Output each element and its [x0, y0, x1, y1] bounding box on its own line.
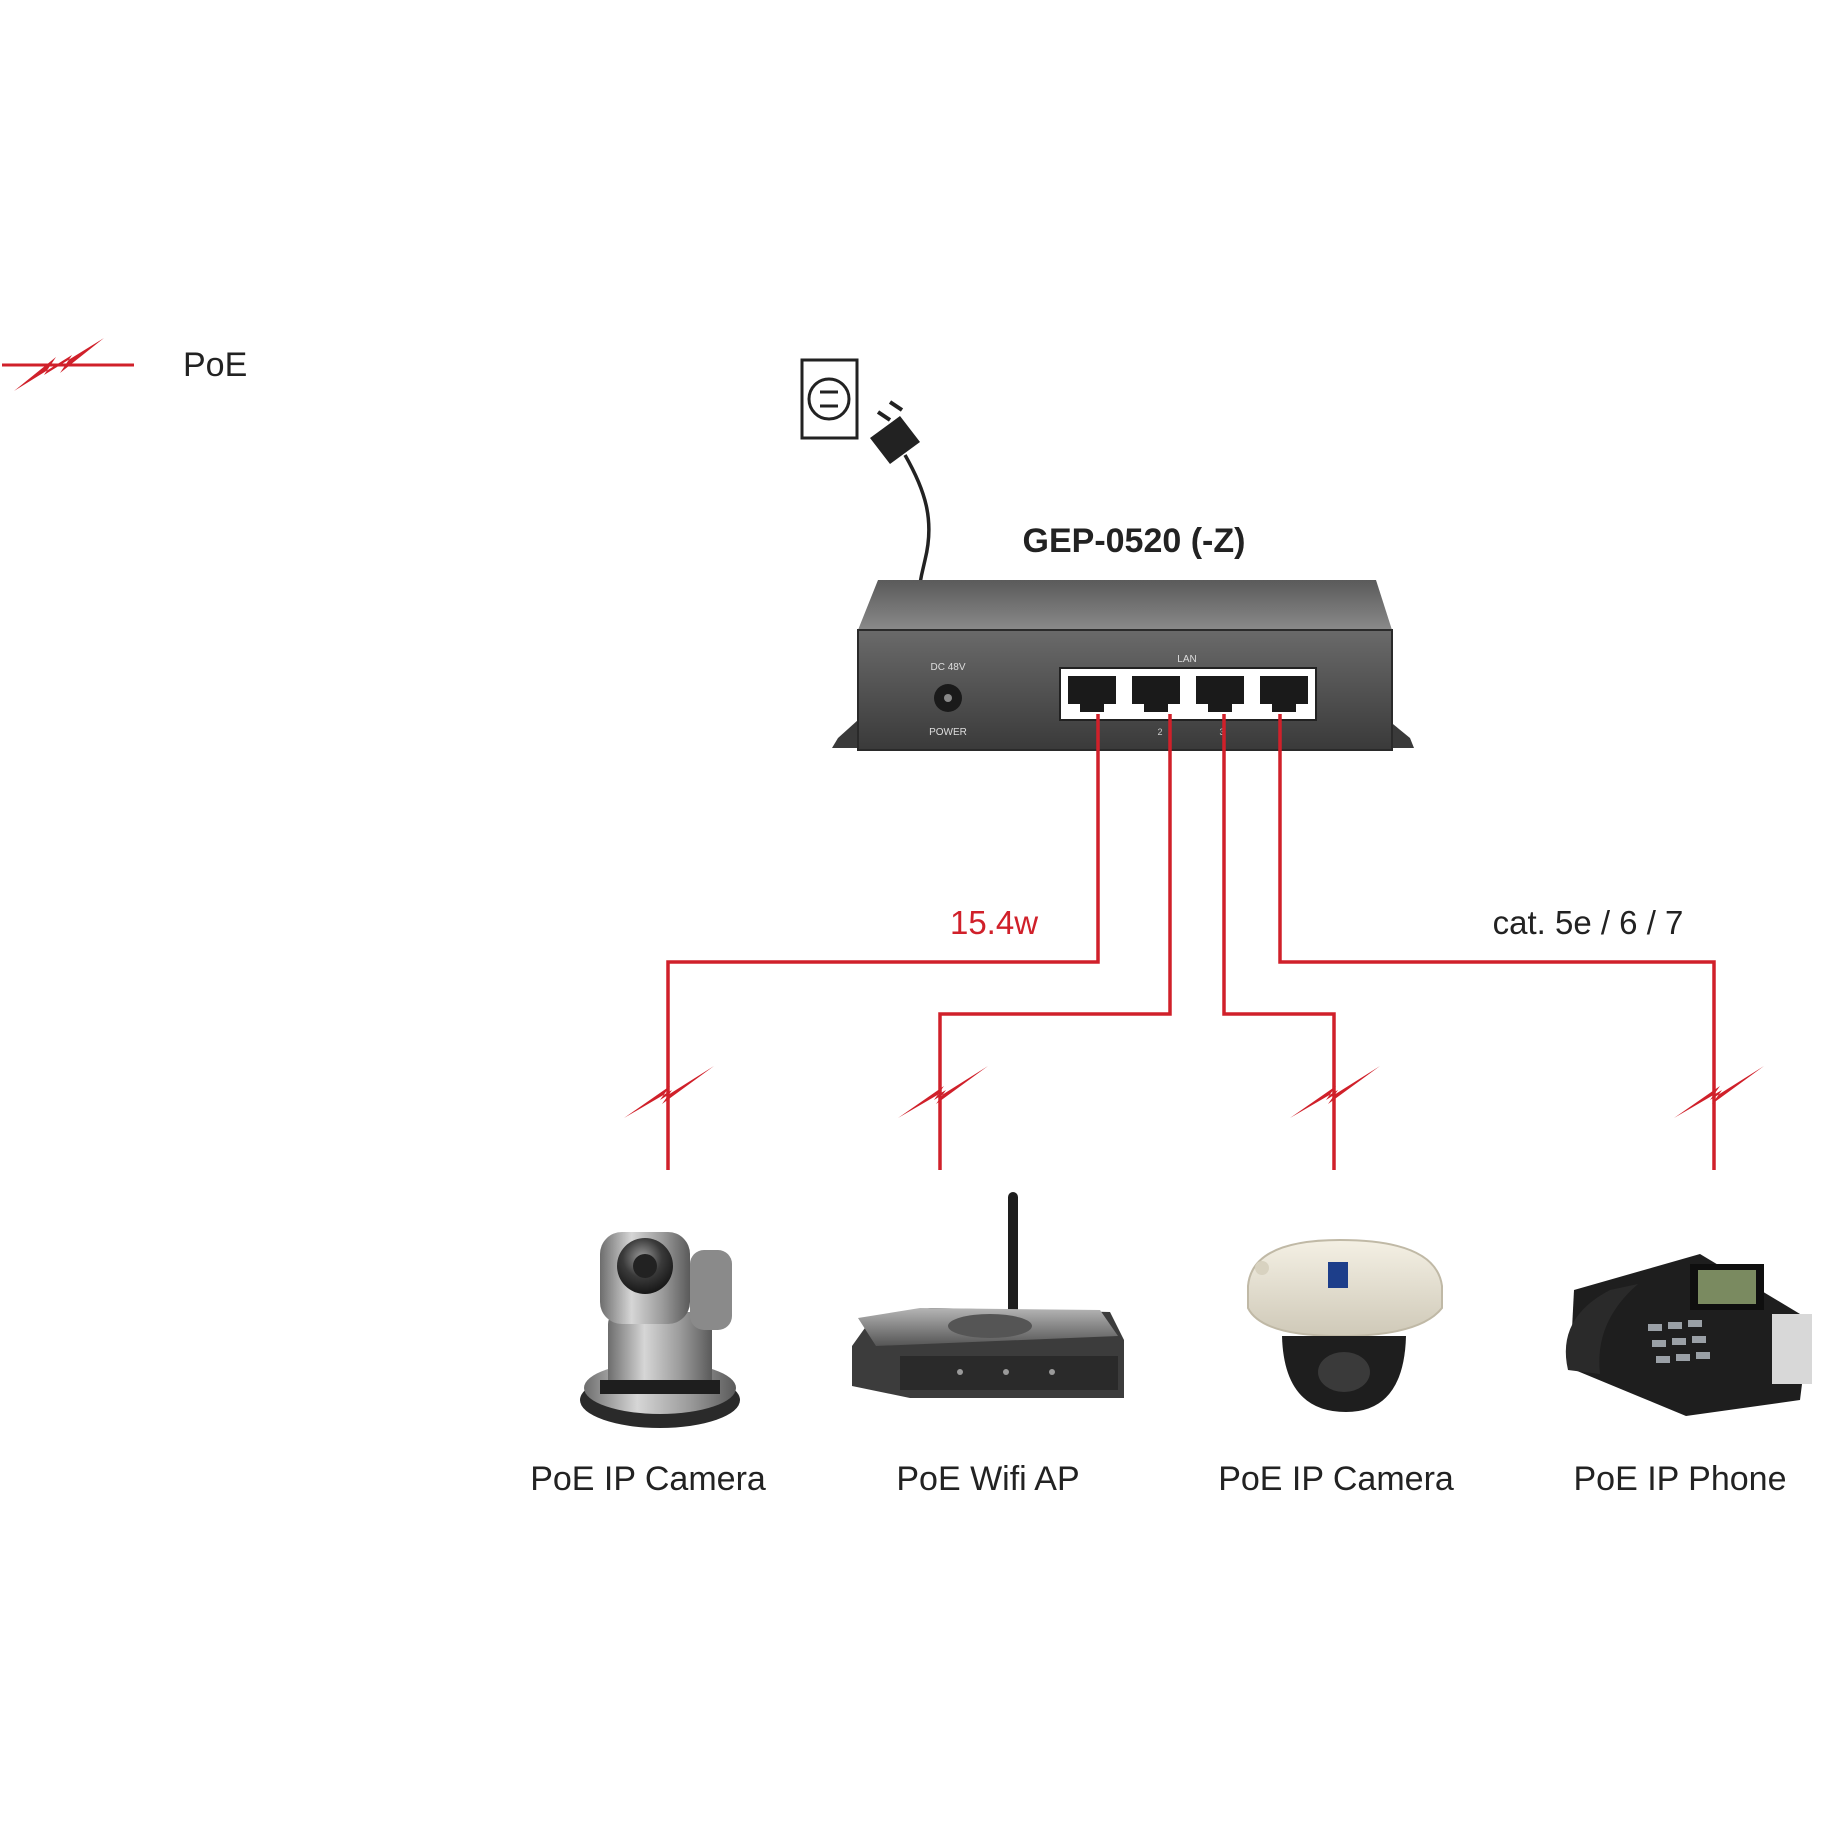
- device-label-3: PoE IP Camera: [1218, 1460, 1454, 1498]
- poe-bolt-icon: [1674, 1066, 1764, 1118]
- ptz-camera-icon: [580, 1232, 740, 1428]
- power-label: POWER: [929, 727, 967, 738]
- lan-port-1: [1068, 676, 1116, 712]
- device-label-4: PoE IP Phone: [1574, 1460, 1787, 1498]
- cable-port-4: [1278, 714, 1716, 1170]
- cable-port-3: [1222, 714, 1336, 1170]
- dc-power-jack: DC 48V POWER: [929, 662, 967, 738]
- poe-symbol-icon: [2, 338, 134, 391]
- lan-port-3: [1196, 676, 1244, 712]
- poe-switch: DC 48V POWER LAN 2 3: [832, 580, 1414, 751]
- cable-port-1: [666, 714, 1100, 1170]
- poe-bolt-icon: [898, 1066, 988, 1118]
- cable-port-2: [938, 714, 1172, 1170]
- device-label-2: PoE Wifi AP: [896, 1460, 1079, 1498]
- cable-spec-label: cat. 5e / 6 / 7: [1493, 904, 1684, 941]
- lan-port-group: [1059, 667, 1317, 721]
- poe-bolts: [624, 1066, 1764, 1118]
- dc-label: DC 48V: [930, 662, 965, 673]
- switch-model-label: GEP-0520 (-Z): [1023, 522, 1246, 560]
- legend: PoE: [2, 338, 247, 391]
- wall-outlet-icon: [800, 358, 859, 440]
- poe-cable-runs: [666, 714, 1716, 1170]
- port-number-2: 2: [1157, 727, 1162, 737]
- legend-label: PoE: [183, 346, 247, 384]
- power-budget-label: 15.4w: [950, 904, 1038, 941]
- lan-port-4: [1260, 676, 1308, 712]
- poe-bolt-icon: [624, 1066, 714, 1118]
- ip-phone-icon: [1565, 1254, 1812, 1416]
- wifi-access-point-icon: [852, 1192, 1124, 1398]
- dome-camera-icon: [1247, 1238, 1443, 1412]
- device-label-1: PoE IP Camera: [530, 1460, 766, 1498]
- lan-label: LAN: [1177, 654, 1196, 665]
- lan-port-2: [1132, 676, 1180, 712]
- poe-bolt-icon: [1290, 1066, 1380, 1118]
- port-number-3: 3: [1219, 727, 1224, 737]
